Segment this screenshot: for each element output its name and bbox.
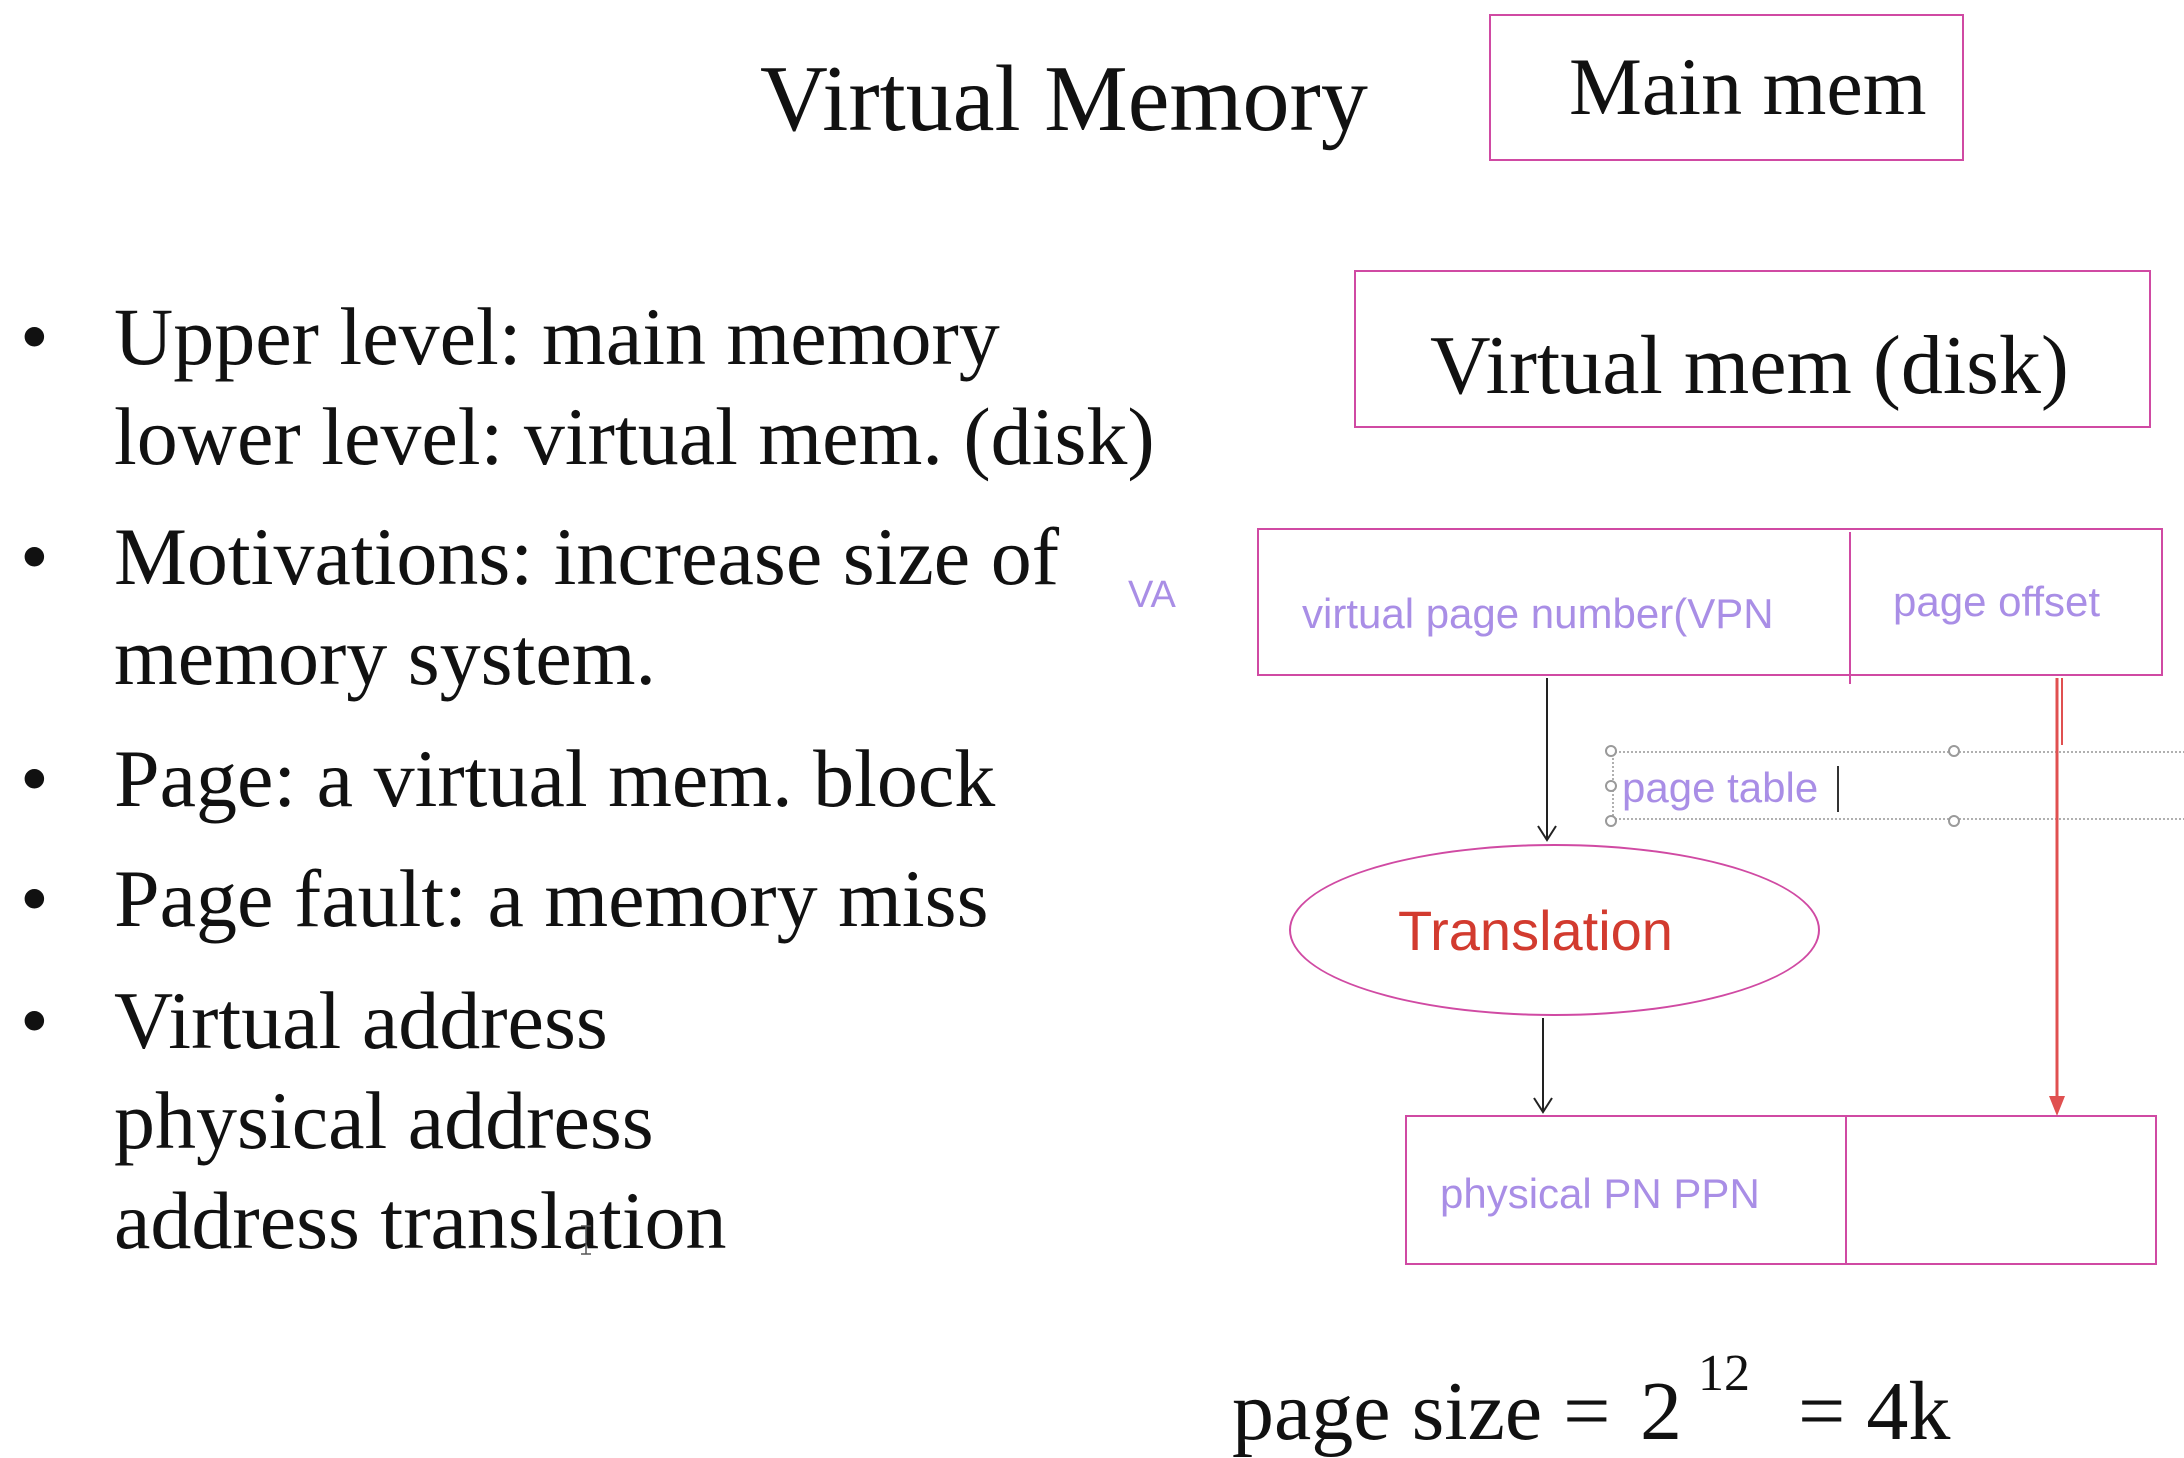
bullet-1-line-2: lower level: virtual mem. (disk) — [114, 391, 1155, 482]
bullet-marker: • — [20, 733, 49, 824]
bullet-5-line-2: physical address — [114, 1075, 654, 1166]
virtual-mem-label: Virtual mem (disk) — [1430, 319, 2069, 412]
ppn-field-divider — [1845, 1117, 1847, 1263]
va-field-divider — [1849, 532, 1851, 684]
resize-handle[interactable] — [1605, 815, 1617, 827]
text-caret — [1837, 766, 1839, 812]
slide-title: Virtual Memory — [760, 47, 1368, 151]
arrowhead — [1533, 1097, 1553, 1114]
bullet-5-line-1: Virtual address — [114, 975, 608, 1066]
bullet-4-line-1: Page fault: a memory miss — [114, 853, 989, 944]
formula-prefix: page size = — [1232, 1365, 1611, 1458]
page-table-label[interactable]: page table — [1622, 764, 1819, 811]
page-offset-label: page offset — [1893, 578, 2101, 625]
resize-handle[interactable] — [1948, 815, 1960, 827]
formula-exponent: 12 — [1698, 1345, 1750, 1402]
translation-label: Translation — [1398, 899, 1673, 962]
va-label: VA — [1128, 574, 1176, 616]
ppn-label: physical PN PPN — [1440, 1170, 1760, 1217]
bullet-1-line-1: Upper level: main memory — [114, 291, 1000, 382]
vpn-label: virtual page number(VPN — [1302, 590, 1774, 637]
arrowhead — [2049, 1096, 2065, 1116]
virtual-mem-box: Virtual mem (disk) — [1354, 270, 2151, 428]
resize-handle[interactable] — [1948, 745, 1960, 757]
bullet-marker: • — [20, 975, 49, 1066]
bullet-marker: • — [20, 291, 49, 382]
arrowhead — [1537, 825, 1557, 842]
bullet-marker: • — [20, 853, 49, 944]
main-mem-box: Main mem — [1489, 14, 1964, 161]
bullet-3-line-1: Page: a virtual mem. block — [114, 733, 996, 824]
virtual-address-box — [1257, 528, 2163, 676]
bullet-2-line-2: memory system. — [114, 611, 657, 702]
text-cursor-icon — [581, 1225, 591, 1255]
formula-base: 2 — [1640, 1365, 1682, 1458]
bullet-marker: • — [20, 511, 49, 602]
resize-handle[interactable] — [1605, 780, 1617, 792]
physical-address-box — [1405, 1115, 2157, 1265]
resize-handle[interactable] — [1605, 745, 1617, 757]
translation-ellipse — [1289, 844, 1820, 1016]
bullet-5-line-3: address translation — [114, 1175, 727, 1266]
bullet-2-line-1: Motivations: increase size of — [114, 511, 1060, 602]
formula-suffix: = 4k — [1798, 1365, 1951, 1458]
main-mem-label: Main mem — [1569, 41, 1927, 132]
